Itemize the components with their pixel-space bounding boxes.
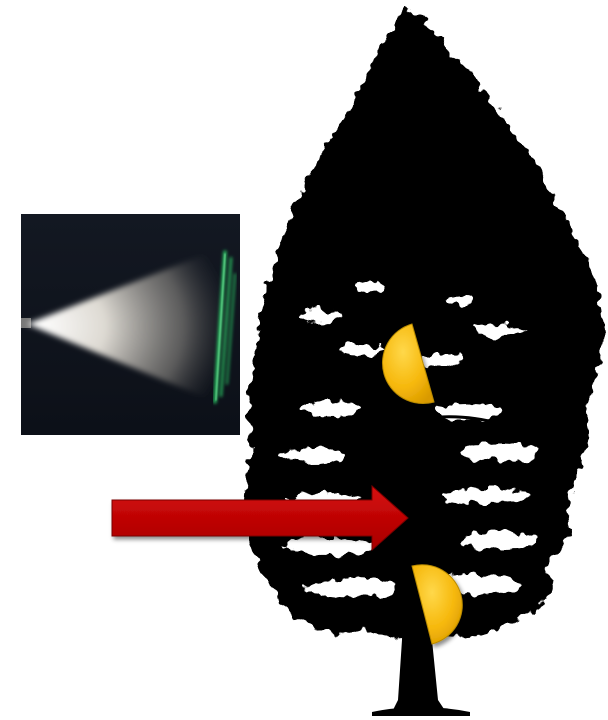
spray-plume-with-laser-sheet-photo (21, 214, 240, 435)
tree-base (372, 707, 470, 716)
nozzle (21, 318, 31, 328)
